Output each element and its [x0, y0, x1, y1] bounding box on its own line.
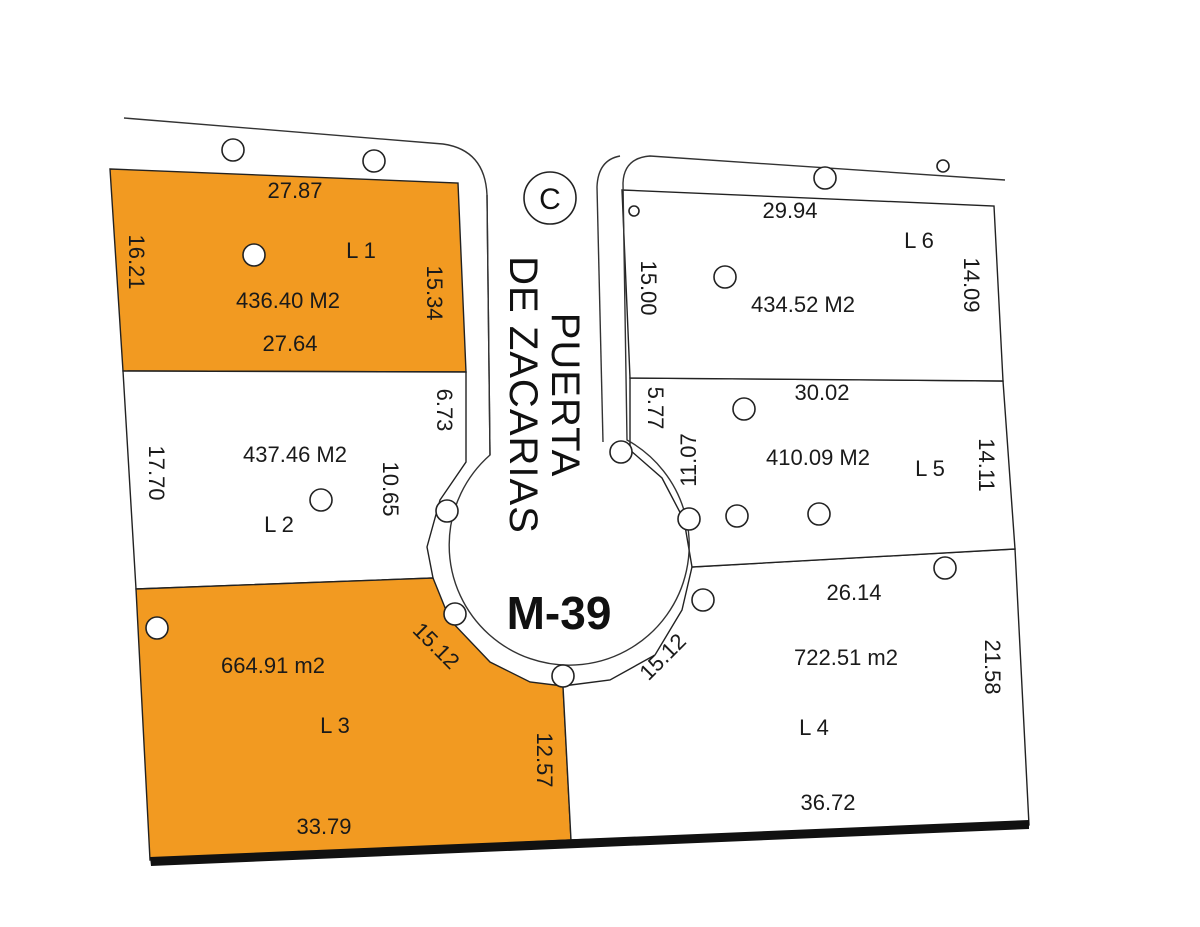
lot-6-top-dim: 29.94: [762, 198, 817, 223]
lot-3-bottom-dim: 33.79: [296, 814, 351, 839]
lot-5-name: L 5: [915, 456, 945, 481]
tree-icon: [242, 243, 266, 267]
lot-2-parcel[interactable]: [122, 370, 467, 590]
lot-2-labels: 437.46 M2 L 2 17.70 6.73 10.65: [144, 389, 457, 537]
lot-1-name: L 1: [346, 238, 376, 263]
marker-circle-icon: [523, 171, 577, 225]
tree-icon: [732, 397, 756, 421]
lot-4-right-dim: 21.58: [980, 639, 1005, 694]
street-curbs: [123, 117, 1006, 666]
tree-icon: [725, 504, 749, 528]
lot-2-area: 437.46 M2: [243, 442, 347, 467]
lot-2-right-top-dim: 6.73: [432, 389, 457, 432]
tree-icon: [936, 159, 950, 173]
lot-4-area: 722.51 m2: [794, 645, 898, 670]
street-name: PUERTA DE ZACARIAS: [501, 256, 587, 534]
lot-6-name: L 6: [904, 228, 934, 253]
block-label: M-39: [507, 587, 612, 639]
marker-letter: C: [539, 183, 561, 216]
lot-3-area: 664.91 m2: [221, 653, 325, 678]
tree-markers: [145, 138, 957, 688]
lot-5-right-dim: 14.11: [974, 438, 999, 491]
tree-icon: [691, 588, 715, 612]
tree-icon: [677, 507, 701, 531]
circled-c-marker: C: [523, 171, 577, 225]
lot-1-left-dim: 16.21: [124, 234, 149, 289]
lot-6-area: 434.52 M2: [751, 292, 855, 317]
tree-icon: [813, 166, 837, 190]
tree-icon: [551, 664, 575, 688]
lot-2-left-dim: 17.70: [144, 445, 169, 500]
lot-3-right-dim: 12.57: [532, 732, 557, 787]
tree-icon: [221, 138, 245, 162]
lot-3-labels: 664.91 m2 L 3 15.12 12.57 33.79: [221, 617, 557, 839]
lot-4-bottom-dim: 36.72: [800, 790, 855, 815]
tree-icon: [628, 205, 640, 217]
lot-4-name: L 4: [799, 715, 829, 740]
tree-icon: [609, 440, 633, 464]
lot-6-labels: 29.94 L 6 434.52 M2 15.00 14.09: [636, 198, 984, 317]
lot-1-bottom-dim: 27.64: [262, 331, 317, 356]
street-name-line2: DE ZACARIAS: [501, 256, 545, 534]
lot-5-left-curve-dim: 11.07: [676, 433, 701, 486]
lot-1-labels: L 1 436.40 M2 27.87 27.64 16.21 15.34: [124, 178, 447, 356]
lot-5-labels: 30.02 410.09 M2 L 5 5.77 11.07 14.11: [643, 380, 999, 492]
lot-1-area: 436.40 M2: [236, 288, 340, 313]
lot-6-parcel[interactable]: [621, 189, 1004, 382]
tree-icon: [807, 502, 831, 526]
lot-2-right-curve-dim: 10.65: [378, 461, 403, 516]
tree-icon: [145, 616, 169, 640]
lot-4-parcel[interactable]: [562, 548, 1030, 841]
lot-5-left-top-dim: 5.77: [643, 387, 668, 430]
lot-5-top-dim: 30.02: [794, 380, 849, 405]
lot-6-right-dim: 14.09: [959, 257, 984, 312]
tree-icon: [443, 602, 467, 626]
lot-4-top-dim: 26.14: [826, 580, 881, 605]
lot-5-area: 410.09 M2: [766, 445, 870, 470]
tree-icon: [713, 265, 737, 289]
lot-3-name: L 3: [320, 713, 350, 738]
lot-1-right-dim: 15.34: [422, 265, 447, 320]
tree-icon: [933, 556, 957, 580]
tree-icon: [435, 499, 459, 523]
lot-2-name: L 2: [264, 512, 294, 537]
rear-boundary-line: [150, 820, 1029, 866]
lot-1-top-dim: 27.87: [267, 178, 322, 203]
tree-icon: [309, 488, 333, 512]
tree-icon: [362, 149, 386, 173]
lot-6-left-dim: 15.00: [636, 260, 661, 315]
street-name-line1: PUERTA: [543, 313, 587, 478]
